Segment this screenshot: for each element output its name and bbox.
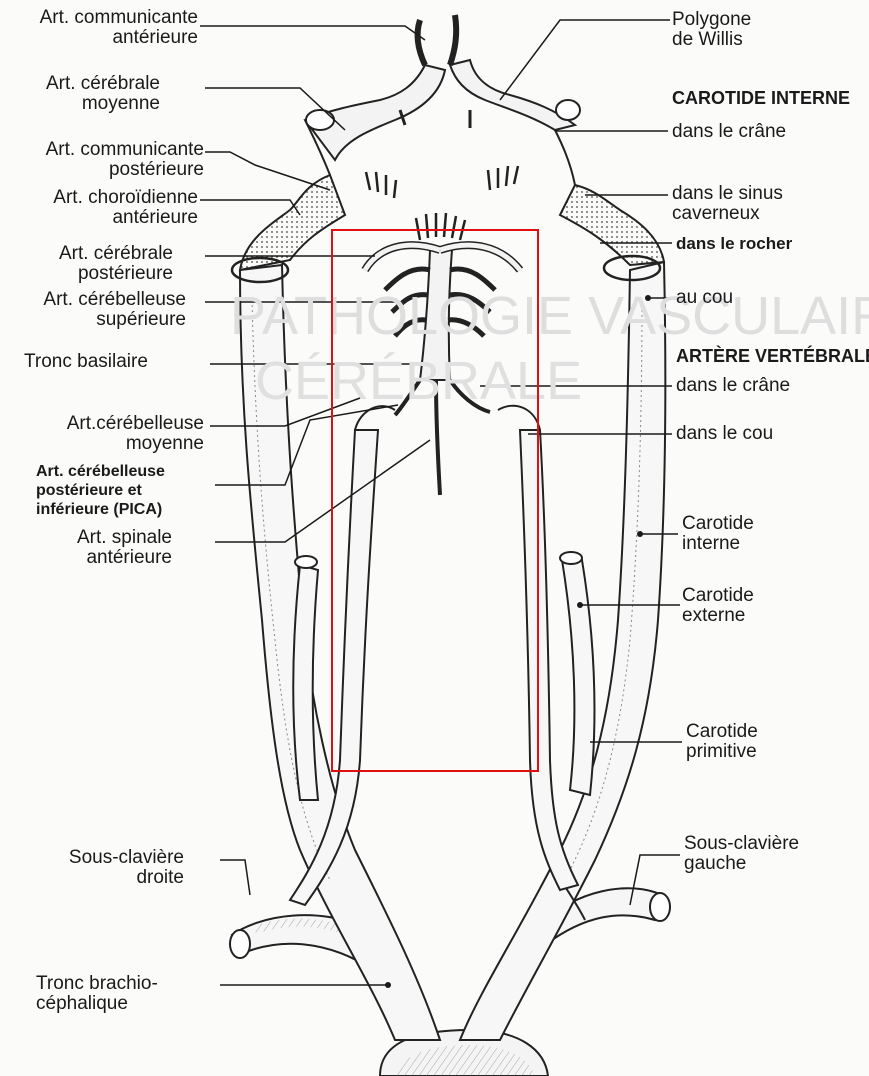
label-dans-le-cou: dans le cou <box>676 424 773 444</box>
label-carotide-interne-heading: CAROTIDE INTERNE <box>672 88 850 108</box>
label-dans-le-rocher: dans le rocher <box>676 234 792 253</box>
label-dans-le-crane-vertebrale: dans le crâne <box>676 376 790 396</box>
ghost-title-1: PATHOLOGIE VASCULAIRE <box>230 285 869 347</box>
highlight-box <box>331 229 539 772</box>
label-dans-le-crane-carotide: dans le crâne <box>672 122 786 142</box>
label-au-cou: au cou <box>676 288 733 308</box>
label-tronc-basilaire: Tronc basilaire <box>24 352 148 372</box>
label-tronc-brachio: Tronc brachio-céphalique <box>36 974 158 1014</box>
polygone-willis <box>305 15 580 160</box>
label-artere-vertebrale-heading: ARTÈRE VERTÉBRALE <box>676 346 869 366</box>
